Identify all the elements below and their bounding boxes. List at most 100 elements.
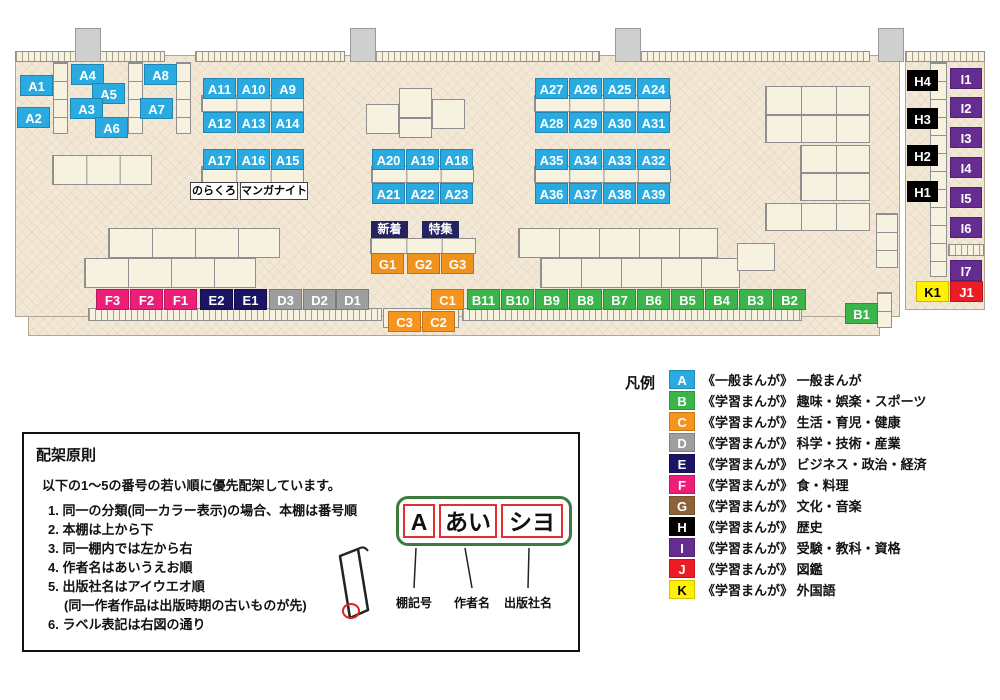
shelf-block xyxy=(53,62,68,134)
shelf-block xyxy=(375,51,600,62)
legend-item-K: K《学習まんが》 外国語 xyxy=(669,580,927,599)
shelf-label-A20: A20 xyxy=(372,149,405,170)
sign-feature: 特集 xyxy=(422,221,459,238)
legend-label-H: 《学習まんが》 歴史 xyxy=(702,520,823,535)
sign-manga-night: マンガナイト xyxy=(240,182,308,200)
legend-label-A: 《一般まんが》 一般まんが xyxy=(702,373,862,388)
legend-title: 凡例 xyxy=(625,375,656,392)
shelf-label-A29: A29 xyxy=(569,112,602,133)
shelf-label-B5: B5 xyxy=(671,289,704,310)
legend-label-E: 《学習まんが》 ビジネス・政治・経済 xyxy=(702,457,927,472)
shelf-label-D2: D2 xyxy=(303,289,336,310)
shelf-label-A33: A33 xyxy=(603,149,636,170)
shelf-label-A32: A32 xyxy=(637,149,670,170)
shelf-label-A27: A27 xyxy=(535,78,568,99)
shelf-label-B11: B11 xyxy=(467,289,500,310)
shelf-label-A10: A10 xyxy=(237,78,270,99)
sign-new-arrivals: 新着 xyxy=(371,221,408,238)
sample-author: あい xyxy=(439,504,497,538)
shelf-label-A1: A1 xyxy=(20,75,53,96)
shelf-label-A8: A8 xyxy=(144,64,177,85)
legend-item-C: C《学習まんが》 生活・育児・健康 xyxy=(669,412,927,431)
shelf-block xyxy=(640,51,870,62)
shelf-block xyxy=(948,244,984,256)
legend-item-A: A 《一般まんが》 一般まんが xyxy=(669,370,927,389)
shelf-label-A9: A9 xyxy=(271,78,304,99)
shelf-label-B6: B6 xyxy=(637,289,670,310)
shelf-block xyxy=(876,213,898,268)
shelf-label-A30: A30 xyxy=(603,112,636,133)
shelf-label-C2: C2 xyxy=(422,311,455,332)
wall-pillar xyxy=(75,28,101,62)
shelf-block xyxy=(88,308,382,321)
shelf-label-A21: A21 xyxy=(372,183,405,204)
shelf-block xyxy=(540,258,740,288)
shelf-label-A15: A15 xyxy=(271,149,304,170)
shelf-label-A17: A17 xyxy=(203,149,236,170)
legend-item-D: D《学習まんが》 科学・技術・産業 xyxy=(669,433,927,452)
shelf-label-A23: A23 xyxy=(440,183,473,204)
shelf-block xyxy=(800,145,870,173)
legend-label-F: 《学習まんが》 食・料理 xyxy=(702,478,849,493)
shelf-label-G1: G1 xyxy=(371,253,404,274)
principles-item-4: 4. 作者名はあいうえお順 xyxy=(48,560,193,575)
shelf-label-A6: A6 xyxy=(95,117,128,138)
legend-color-H: H xyxy=(669,517,696,536)
legend-label-J: 《学習まんが》 図鑑 xyxy=(702,562,823,577)
shelf-label-I6: I6 xyxy=(950,217,982,238)
shelf-label-H2: H2 xyxy=(907,145,938,166)
shelf-block xyxy=(877,292,892,328)
shelf-block xyxy=(432,99,465,129)
shelf-label-I1: I1 xyxy=(950,68,982,89)
shelf-block xyxy=(399,88,432,118)
shelf-label-A2: A2 xyxy=(17,107,50,128)
shelf-label-G2: G2 xyxy=(407,253,440,274)
shelf-block xyxy=(108,228,280,258)
shelf-label-A16: A16 xyxy=(237,149,270,170)
legend-color-F: F xyxy=(669,475,696,494)
shelf-label-A38: A38 xyxy=(603,183,636,204)
shelf-label-A34: A34 xyxy=(569,149,602,170)
shelf-label-F3: F3 xyxy=(96,289,129,310)
legend-item-J: J 《学習まんが》 図鑑 xyxy=(669,559,927,578)
shelf-label-A14: A14 xyxy=(271,112,304,133)
legend-color-A: A xyxy=(669,370,696,389)
shelf-label-H1: H1 xyxy=(907,181,938,202)
principles-item-5: 5. 出版社名はアイウエオ順 xyxy=(48,579,205,594)
shelf-label-H3: H3 xyxy=(907,108,938,129)
shelf-block xyxy=(930,62,947,277)
wall-pillar xyxy=(878,28,904,62)
shelf-block xyxy=(800,173,870,201)
legend-color-C: C xyxy=(669,412,696,431)
shelf-label-E2: E2 xyxy=(200,289,233,310)
shelf-label-E1: E1 xyxy=(234,289,267,310)
shelf-label-A31: A31 xyxy=(637,112,670,133)
principles-item-2: 2. 本棚は上から下 xyxy=(48,522,154,537)
shelf-label-A37: A37 xyxy=(569,183,602,204)
principles-intro: 以下の1〜5の番号の若い順に優先配架しています。 xyxy=(42,478,341,493)
shelf-label-A28: A28 xyxy=(535,112,568,133)
shelf-block xyxy=(534,95,671,112)
sample-shelf-code: A xyxy=(403,504,435,538)
book-spine-icon xyxy=(338,546,370,620)
shelf-block xyxy=(201,166,304,183)
shelf-label-B7: B7 xyxy=(603,289,636,310)
shelf-block xyxy=(518,228,718,258)
shelf-label-A24: A24 xyxy=(637,78,670,99)
shelf-label-B4: B4 xyxy=(705,289,738,310)
shelf-block xyxy=(195,51,345,62)
shelf-label-G3: G3 xyxy=(441,253,474,274)
shelf-label-B1: B1 xyxy=(845,303,878,324)
shelf-label-B3: B3 xyxy=(739,289,772,310)
shelf-label-A12: A12 xyxy=(203,112,236,133)
shelf-label-A26: A26 xyxy=(569,78,602,99)
principles-title: 配架原則 xyxy=(36,447,97,464)
sign-norakuro: のらくろ xyxy=(190,182,238,200)
legend-label-K: 《学習まんが》 外国語 xyxy=(702,583,836,598)
legend-item-G: G《学習まんが》 文化・音楽 xyxy=(669,496,927,515)
legend-color-J: J xyxy=(669,559,696,578)
legend-item-E: E《学習まんが》 ビジネス・政治・経済 xyxy=(669,454,927,473)
